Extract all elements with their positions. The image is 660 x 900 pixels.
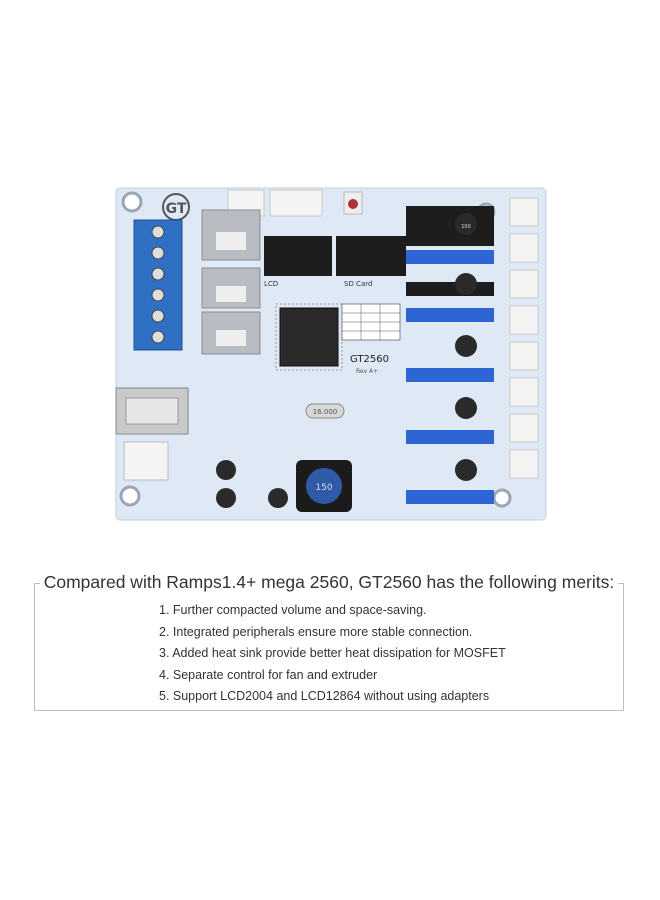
bottom-capacitors: [216, 460, 288, 508]
crystal-oscillator: 16.000: [305, 403, 345, 419]
lcd-sd-headers: LCD SD Card: [264, 236, 406, 288]
endstop-connectors: [509, 197, 539, 479]
svg-text:Rev A+: Rev A+: [356, 368, 378, 375]
inductor: 150: [296, 460, 352, 512]
top-connectors: [227, 189, 363, 217]
merit-item: 4. Separate control for fan and extruder: [159, 667, 378, 682]
svg-text:GT: GT: [166, 201, 187, 217]
frame-edge-right: [613, 583, 623, 584]
merits-title-text: Compared with Ramps1.4+ mega 2560, GT256…: [39, 572, 619, 592]
svg-text:SD Card: SD Card: [344, 280, 372, 288]
mosfet-heatsinks: [201, 209, 261, 355]
mcu-chip: [275, 303, 343, 371]
svg-text:100: 100: [461, 224, 471, 230]
merits-list: 1. Further compacted volume and space-sa…: [159, 600, 506, 708]
svg-text:LCD: LCD: [264, 280, 278, 288]
microstep-table: [341, 303, 401, 341]
usb-port: [115, 387, 189, 435]
merits-title: Compared with Ramps1.4+ mega 2560, GT256…: [35, 571, 623, 593]
driver-capacitors: 100: [455, 213, 477, 481]
merit-item: 5. Support LCD2004 and LCD12864 without …: [159, 689, 490, 703]
power-connector: [123, 441, 169, 481]
stepper-driver-sockets: [406, 206, 494, 504]
merits-panel: Compared with Ramps1.4+ mega 2560, GT256…: [34, 572, 624, 711]
svg-text:GT2560: GT2560: [350, 354, 389, 365]
merit-item: 3. Added heat sink provide better heat d…: [159, 646, 506, 660]
merit-item: 1. Further compacted volume and space-sa…: [159, 603, 427, 617]
svg-text:150: 150: [315, 483, 332, 493]
power-terminal-block: [133, 219, 183, 351]
svg-text:16.000: 16.000: [313, 408, 338, 416]
product-image: GT: [110, 180, 552, 525]
merit-item: 2. Integrated peripherals ensure more st…: [159, 624, 473, 639]
gt2560-board-photo: GT: [115, 187, 547, 521]
